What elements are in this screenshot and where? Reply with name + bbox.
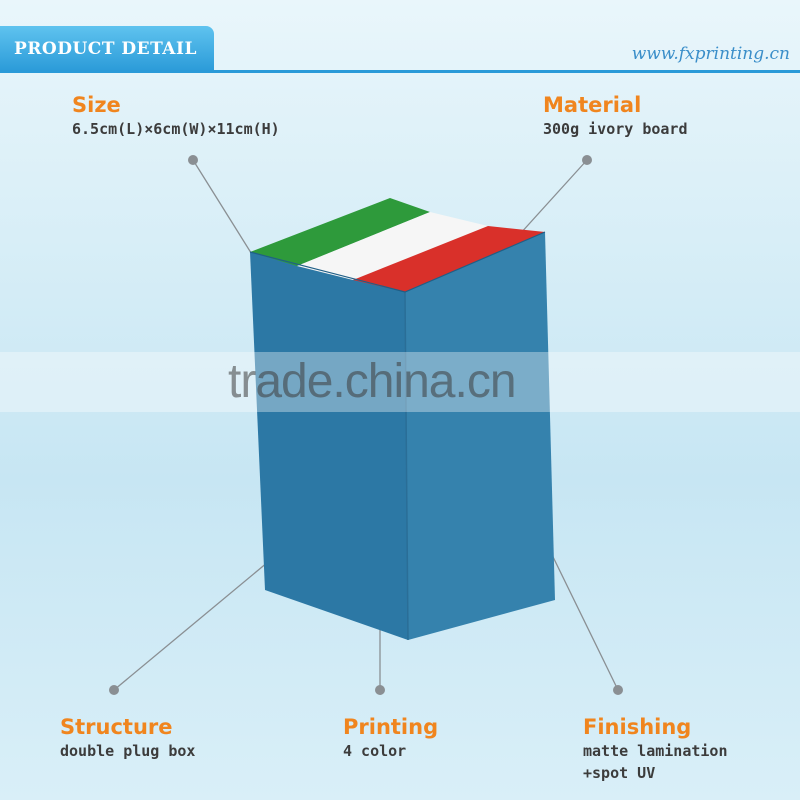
- material-spec: Material 300g ivory board: [543, 92, 688, 140]
- header-divider: [0, 70, 800, 73]
- structure-title: Structure: [60, 715, 173, 739]
- finishing-pointer-dot: [613, 685, 623, 695]
- size-pointer-line: [192, 159, 259, 265]
- product-detail-tab: PRODUCT DETAIL: [0, 26, 214, 72]
- top-white-stripe: [297, 212, 488, 280]
- printing-spec: Printing 4 color: [343, 714, 438, 762]
- structure-spec: Structure double plug box: [60, 714, 195, 762]
- material-pointer-dot: [582, 155, 592, 165]
- top-red-stripe: [353, 226, 545, 292]
- finishing-value-line1: matte lamination: [583, 742, 728, 760]
- size-title: Size: [72, 93, 121, 117]
- watermark-text: trade.china.cn: [228, 355, 517, 408]
- finishing-value-line2: +spot UV: [583, 764, 656, 782]
- size-spec: Size 6.5cm(L)×6cm(W)×11cm(H): [72, 92, 280, 140]
- printing-title: Printing: [343, 715, 439, 739]
- size-value: 6.5cm(L)×6cm(W)×11cm(H): [72, 120, 280, 138]
- box-illustration: [249, 198, 555, 641]
- finishing-spec: Finishing matte lamination +spot UV: [583, 714, 728, 784]
- structure-value: double plug box: [60, 742, 196, 760]
- material-title: Material: [543, 93, 642, 117]
- printing-value: 4 color: [343, 742, 407, 760]
- box-left-face: [250, 252, 408, 640]
- watermark-band: trade.china.cn: [0, 352, 800, 412]
- printing-pointer-dot: [375, 685, 385, 695]
- box-right-face: [405, 232, 555, 640]
- website-link[interactable]: www.fxprinting.cn: [631, 44, 790, 64]
- size-pointer-dot: [188, 155, 198, 165]
- top-green-stripe: [250, 198, 430, 266]
- header-bar: PRODUCT DETAIL www.fxprinting.cn: [0, 0, 800, 78]
- structure-pointer-dot: [109, 685, 119, 695]
- material-value: 300g ivory board: [543, 120, 688, 138]
- finishing-title: Finishing: [583, 715, 692, 739]
- structure-pointer-line: [113, 561, 269, 691]
